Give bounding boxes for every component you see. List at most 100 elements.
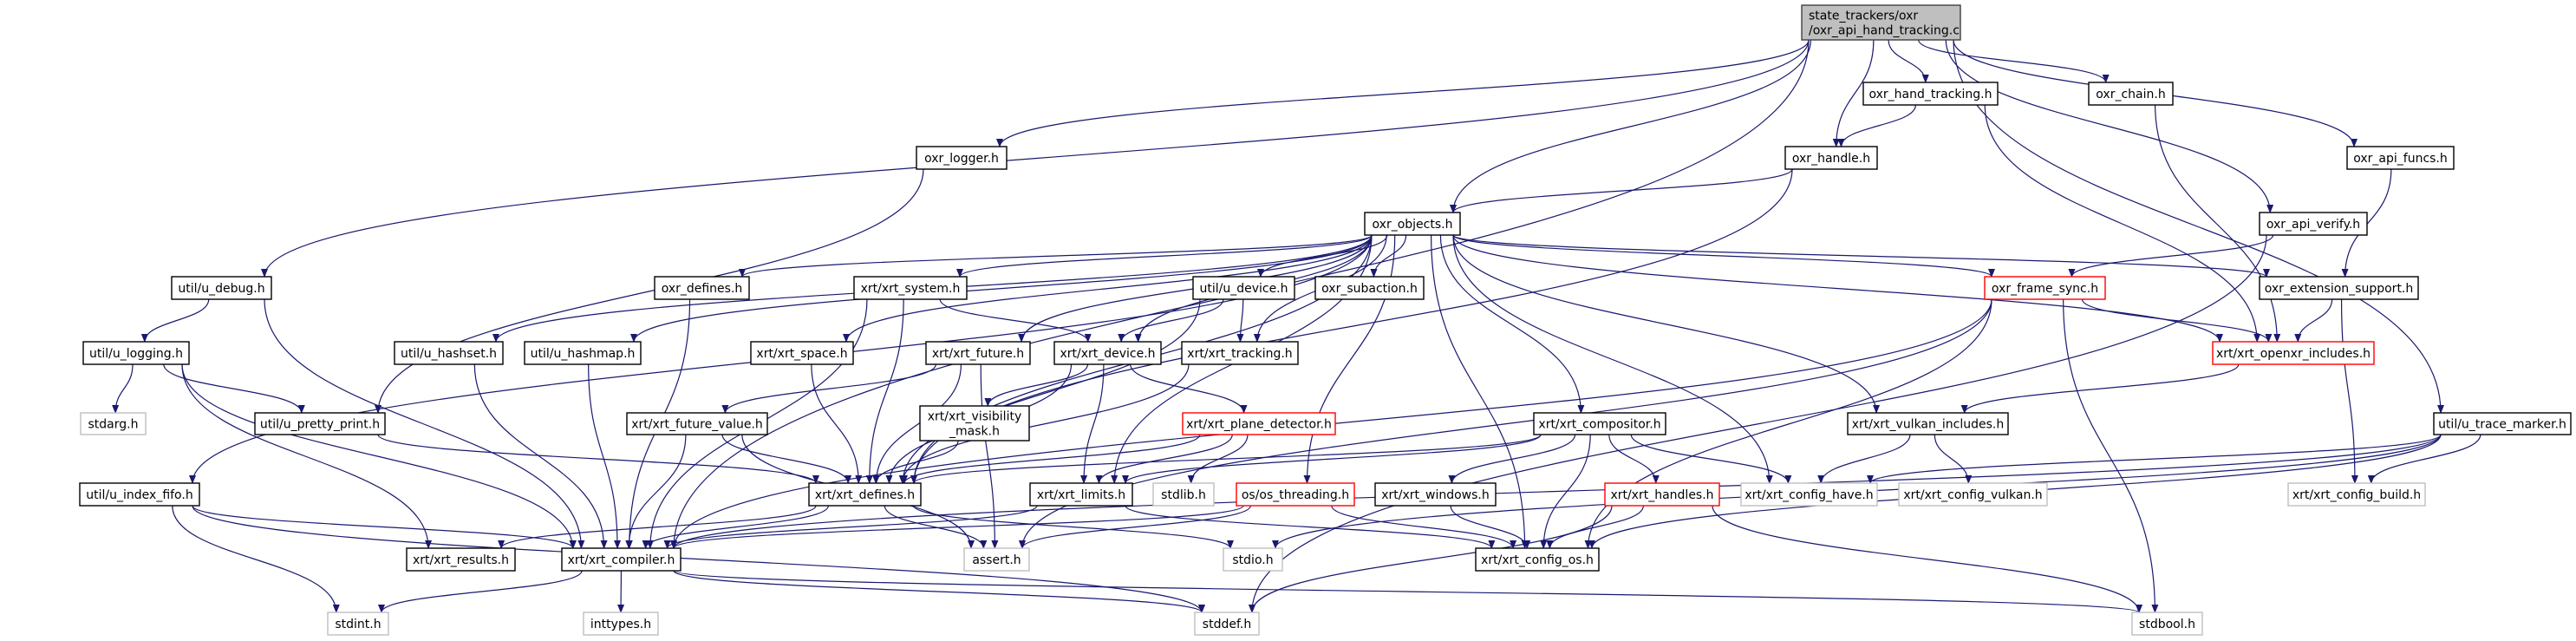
- node-xrt_system[interactable]: xrt/xrt_system.h: [853, 276, 968, 300]
- node-box: [1533, 412, 1666, 435]
- edge-objects-to-vulkan_includes: [1452, 234, 1881, 414]
- edge-xrt_defines-to-xrt_results: [498, 505, 817, 549]
- node-box: [1029, 482, 1133, 507]
- node-u_device[interactable]: util/u_device.h: [1192, 276, 1295, 300]
- edge-future_value-to-xrt_defines: [721, 434, 852, 484]
- node-vulkan_includes[interactable]: xrt/xrt_vulkan_includes.h: [1847, 412, 2009, 435]
- node-objects[interactable]: oxr_objects.h: [1364, 212, 1461, 236]
- node-stdio[interactable]: stdio.h: [1223, 547, 1283, 572]
- node-label: _mask.h: [949, 425, 1000, 439]
- node-box: [1053, 341, 1162, 365]
- edge-u_hashset-to-xrt_compiler: [473, 363, 608, 549]
- node-stdint[interactable]: stdint.h: [327, 612, 389, 636]
- node-label: os/os_threading.h: [1242, 488, 1349, 502]
- node-label: /oxr_api_hand_tracking.c: [1809, 24, 1960, 38]
- node-label: oxr_api_verify.h: [2266, 218, 2360, 232]
- node-hand_tracking[interactable]: oxr_hand_tracking.h: [1862, 82, 1999, 106]
- node-box: [1192, 276, 1295, 300]
- edge-xrt_device-to-plane_detector: [1130, 363, 1248, 414]
- node-api_verify[interactable]: oxr_api_verify.h: [2259, 212, 2368, 236]
- edge-root-to-logger: [996, 39, 1810, 147]
- node-xrt_results[interactable]: xrt/xrt_results.h: [406, 547, 516, 572]
- node-xrt_space[interactable]: xrt/xrt_space.h: [750, 341, 854, 365]
- node-subaction[interactable]: oxr_subaction.h: [1314, 276, 1425, 300]
- edge-api_verify-to-frame_sync: [2068, 234, 2274, 278]
- node-ext_support[interactable]: oxr_extension_support.h: [2259, 276, 2419, 300]
- node-os_threading[interactable]: os/os_threading.h: [1236, 482, 1355, 507]
- node-pretty_print[interactable]: util/u_pretty_print.h: [254, 412, 386, 435]
- node-box: [2259, 212, 2368, 236]
- edge-objects-to-xrt_space: [843, 234, 1373, 343]
- node-box: [1364, 212, 1461, 236]
- node-box: [254, 412, 386, 435]
- node-stdarg[interactable]: stdarg.h: [80, 412, 147, 435]
- edge-visibility_mask-to-xrt_defines: [872, 440, 959, 484]
- node-label: oxr_subaction.h: [1321, 282, 1418, 296]
- node-box: [2212, 341, 2375, 365]
- node-xrt_compiler[interactable]: xrt/xrt_compiler.h: [561, 547, 681, 572]
- node-assert[interactable]: assert.h: [963, 547, 1030, 572]
- edge-handle-to-xrt_defines: [910, 168, 1793, 484]
- edge-plane_detector-to-xrt_defines: [901, 434, 1201, 484]
- edge-future_value-to-xrt_compiler: [625, 434, 687, 549]
- node-xrt_device[interactable]: xrt/xrt_device.h: [1053, 341, 1162, 365]
- node-config_vulkan[interactable]: xrt/xrt_config_vulkan.h: [1898, 482, 2048, 507]
- node-visibility_mask[interactable]: xrt/xrt_visibility_mask.h: [919, 405, 1030, 442]
- node-compositor[interactable]: xrt/xrt_compositor.h: [1533, 412, 1666, 435]
- node-u_hashmap[interactable]: util/u_hashmap.h: [524, 341, 642, 365]
- node-label: stdio.h: [1232, 553, 1273, 567]
- node-openxr_includes[interactable]: xrt/xrt_openxr_includes.h: [2212, 341, 2375, 365]
- node-config_have[interactable]: xrt/xrt_config_have.h: [1740, 482, 1878, 507]
- node-oxr_defines[interactable]: oxr_defines.h: [654, 276, 750, 300]
- node-xrt_windows[interactable]: xrt/xrt_windows.h: [1374, 482, 1497, 507]
- node-label: xrt/xrt_tracking.h: [1187, 347, 1292, 361]
- node-label: xrt/xrt_future.h: [932, 347, 1024, 361]
- edge-vulkan_includes-to-config_vulkan: [1934, 434, 1973, 484]
- node-chain[interactable]: oxr_chain.h: [2088, 82, 2174, 106]
- node-logger[interactable]: oxr_logger.h: [916, 146, 1008, 170]
- node-box: [1862, 82, 1999, 106]
- node-xrt_tracking[interactable]: xrt/xrt_tracking.h: [1181, 341, 1299, 365]
- node-future_value[interactable]: xrt/xrt_future_value.h: [626, 412, 768, 435]
- node-stdbool[interactable]: stdbool.h: [2131, 612, 2203, 636]
- node-root[interactable]: state_trackers/oxr/oxr_api_hand_tracking…: [1801, 4, 1961, 41]
- node-handle[interactable]: oxr_handle.h: [1784, 146, 1878, 170]
- node-xrt_defines[interactable]: xrt/xrt_defines.h: [808, 482, 922, 507]
- node-xrt_limits[interactable]: xrt/xrt_limits.h: [1029, 482, 1133, 507]
- node-stddef[interactable]: stddef.h: [1194, 612, 1260, 636]
- node-box: [916, 146, 1008, 170]
- edge-trace_marker-to-config_build: [2367, 434, 2481, 484]
- node-label: util/u_hashmap.h: [531, 347, 636, 361]
- node-u_logging[interactable]: util/u_logging.h: [82, 341, 190, 365]
- node-trace_marker[interactable]: util/u_trace_marker.h: [2433, 412, 2572, 435]
- node-label: oxr_api_funcs.h: [2353, 152, 2448, 166]
- node-box: [2088, 82, 2174, 106]
- node-frame_sync[interactable]: oxr_frame_sync.h: [1984, 276, 2106, 300]
- node-config_os[interactable]: xrt/xrt_config_os.h: [1475, 547, 1600, 572]
- node-u_debug[interactable]: util/u_debug.h: [171, 276, 272, 300]
- node-plane_detector[interactable]: xrt/xrt_plane_detector.h: [1182, 412, 1336, 435]
- edge-ext_support-to-openxr_includes: [2294, 298, 2333, 343]
- edge-xrt_defines-to-stdio: [913, 505, 1234, 549]
- node-box: [2287, 482, 2426, 507]
- node-index_fifo[interactable]: util/u_index_fifo.h: [79, 482, 200, 507]
- edge-handle-to-objects: [1450, 168, 1793, 213]
- edge-compositor-to-xrt_limits: [1122, 434, 1542, 484]
- node-stdlib[interactable]: stdlib.h: [1152, 482, 1215, 507]
- node-xrt_handles[interactable]: xrt/xrt_handles.h: [1604, 482, 1720, 507]
- node-xrt_future[interactable]: xrt/xrt_future.h: [925, 341, 1031, 365]
- node-config_build[interactable]: xrt/xrt_config_build.h: [2287, 482, 2426, 507]
- node-box: [1236, 482, 1355, 507]
- node-box: [919, 405, 1030, 442]
- node-label: oxr_chain.h: [2096, 88, 2165, 101]
- edge-objects-to-subaction: [1370, 234, 1407, 278]
- edge-frame_sync-to-stdbool: [2063, 298, 2159, 613]
- edge-xrt_device-to-visibility_mask: [984, 363, 1089, 407]
- node-label: stdlib.h: [1161, 488, 1206, 502]
- node-u_hashset[interactable]: util/u_hashset.h: [394, 341, 504, 365]
- node-api_funcs[interactable]: oxr_api_funcs.h: [2346, 146, 2455, 170]
- node-inttypes[interactable]: inttypes.h: [583, 612, 659, 636]
- edge-xrt_space-to-xrt_defines: [811, 363, 863, 484]
- edge-objects-to-openxr_includes: [1452, 234, 2223, 343]
- edge-u_logging-to-xrt_compiler: [181, 363, 577, 549]
